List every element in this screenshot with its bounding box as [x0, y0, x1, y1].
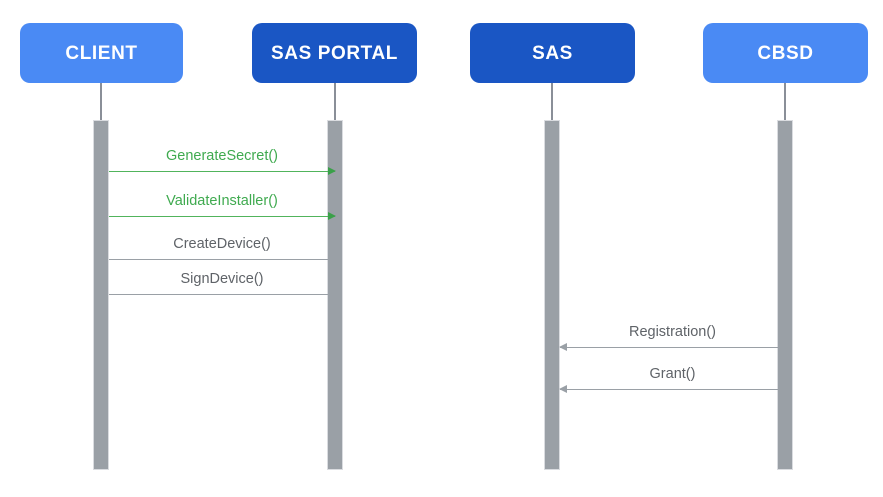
participant-box-sas[interactable]: SAS: [470, 23, 635, 83]
message-line-validate-installer: [109, 216, 335, 217]
lifeline-client: [100, 83, 102, 120]
message-label-registration: Registration(): [628, 324, 717, 341]
participant-label-client: CLIENT: [65, 42, 138, 64]
message-label-generate-secret: GenerateSecret(): [165, 148, 279, 165]
message-line-grant: [560, 389, 785, 390]
arrowhead-icon-sign-device: [328, 289, 336, 298]
message-line-registration: [560, 347, 785, 348]
message-line-sign-device: [109, 294, 335, 295]
message-line-create-device: [109, 259, 335, 260]
participant-box-cbsd[interactable]: CBSD: [703, 23, 868, 83]
message-label-sign-device: SignDevice(): [180, 271, 264, 288]
message-label-grant: Grant(): [649, 366, 696, 383]
activation-bar-sas: [544, 120, 560, 470]
participant-label-sas: SAS: [532, 42, 573, 64]
lifeline-sas: [551, 83, 553, 120]
message-line-generate-secret: [109, 171, 335, 172]
arrowhead-icon-create-device: [328, 254, 336, 263]
arrowhead-icon-validate-installer: [328, 211, 336, 220]
message-label-validate-installer: ValidateInstaller(): [166, 193, 278, 210]
participant-box-client[interactable]: CLIENT: [20, 23, 183, 83]
activation-bar-cbsd: [777, 120, 793, 470]
message-label-create-device: CreateDevice(): [173, 236, 271, 253]
lifeline-sas-portal: [334, 83, 336, 120]
participant-label-sas-portal: SAS PORTAL: [270, 42, 399, 64]
participant-label-cbsd: CBSD: [757, 42, 814, 64]
arrowhead-icon-registration: [559, 342, 567, 351]
lifeline-cbsd: [784, 83, 786, 120]
participant-box-sas-portal[interactable]: SAS PORTAL: [252, 23, 417, 83]
arrowhead-icon-generate-secret: [328, 166, 336, 175]
arrowhead-icon-grant: [559, 384, 567, 393]
activation-bar-client: [93, 120, 109, 470]
